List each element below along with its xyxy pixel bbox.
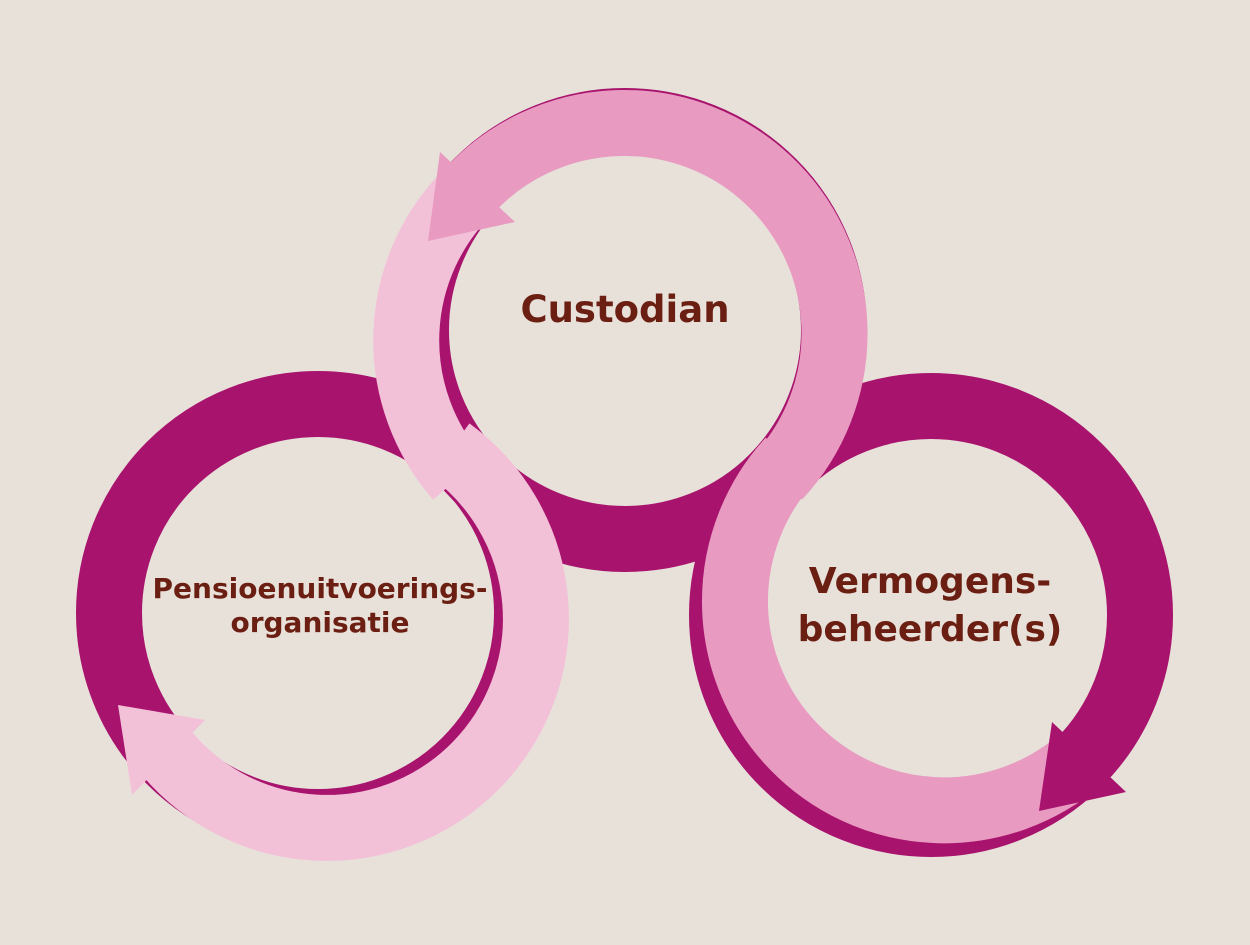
top-arrowhead xyxy=(428,152,515,241)
right-ring-medium-arc xyxy=(701,437,1102,844)
pensioen-label-line-2: organisatie xyxy=(230,605,410,639)
vermogens-label-line-1: Vermogens- xyxy=(808,561,1052,602)
custodian-label: Custodian xyxy=(450,288,800,332)
pensioen-label-line-1: Pensioenuitvoerings- xyxy=(152,572,488,605)
medium-pink-ribbon xyxy=(428,90,1102,844)
center-ring-medium-arc xyxy=(445,90,868,500)
left-arrowhead xyxy=(118,705,205,795)
pensioenuitvoeringsorganisatie-label: Pensioenuitvoerings- organisatie xyxy=(120,572,520,639)
right-arrowhead xyxy=(1039,722,1126,811)
vermogens-label-line-2: beheerder(s) xyxy=(797,608,1063,650)
vermogensbeheerders-label: Vermogens- beheerder(s) xyxy=(760,558,1100,654)
left-ring-light-arc xyxy=(134,423,569,861)
custodian-label-text: Custodian xyxy=(520,288,730,331)
